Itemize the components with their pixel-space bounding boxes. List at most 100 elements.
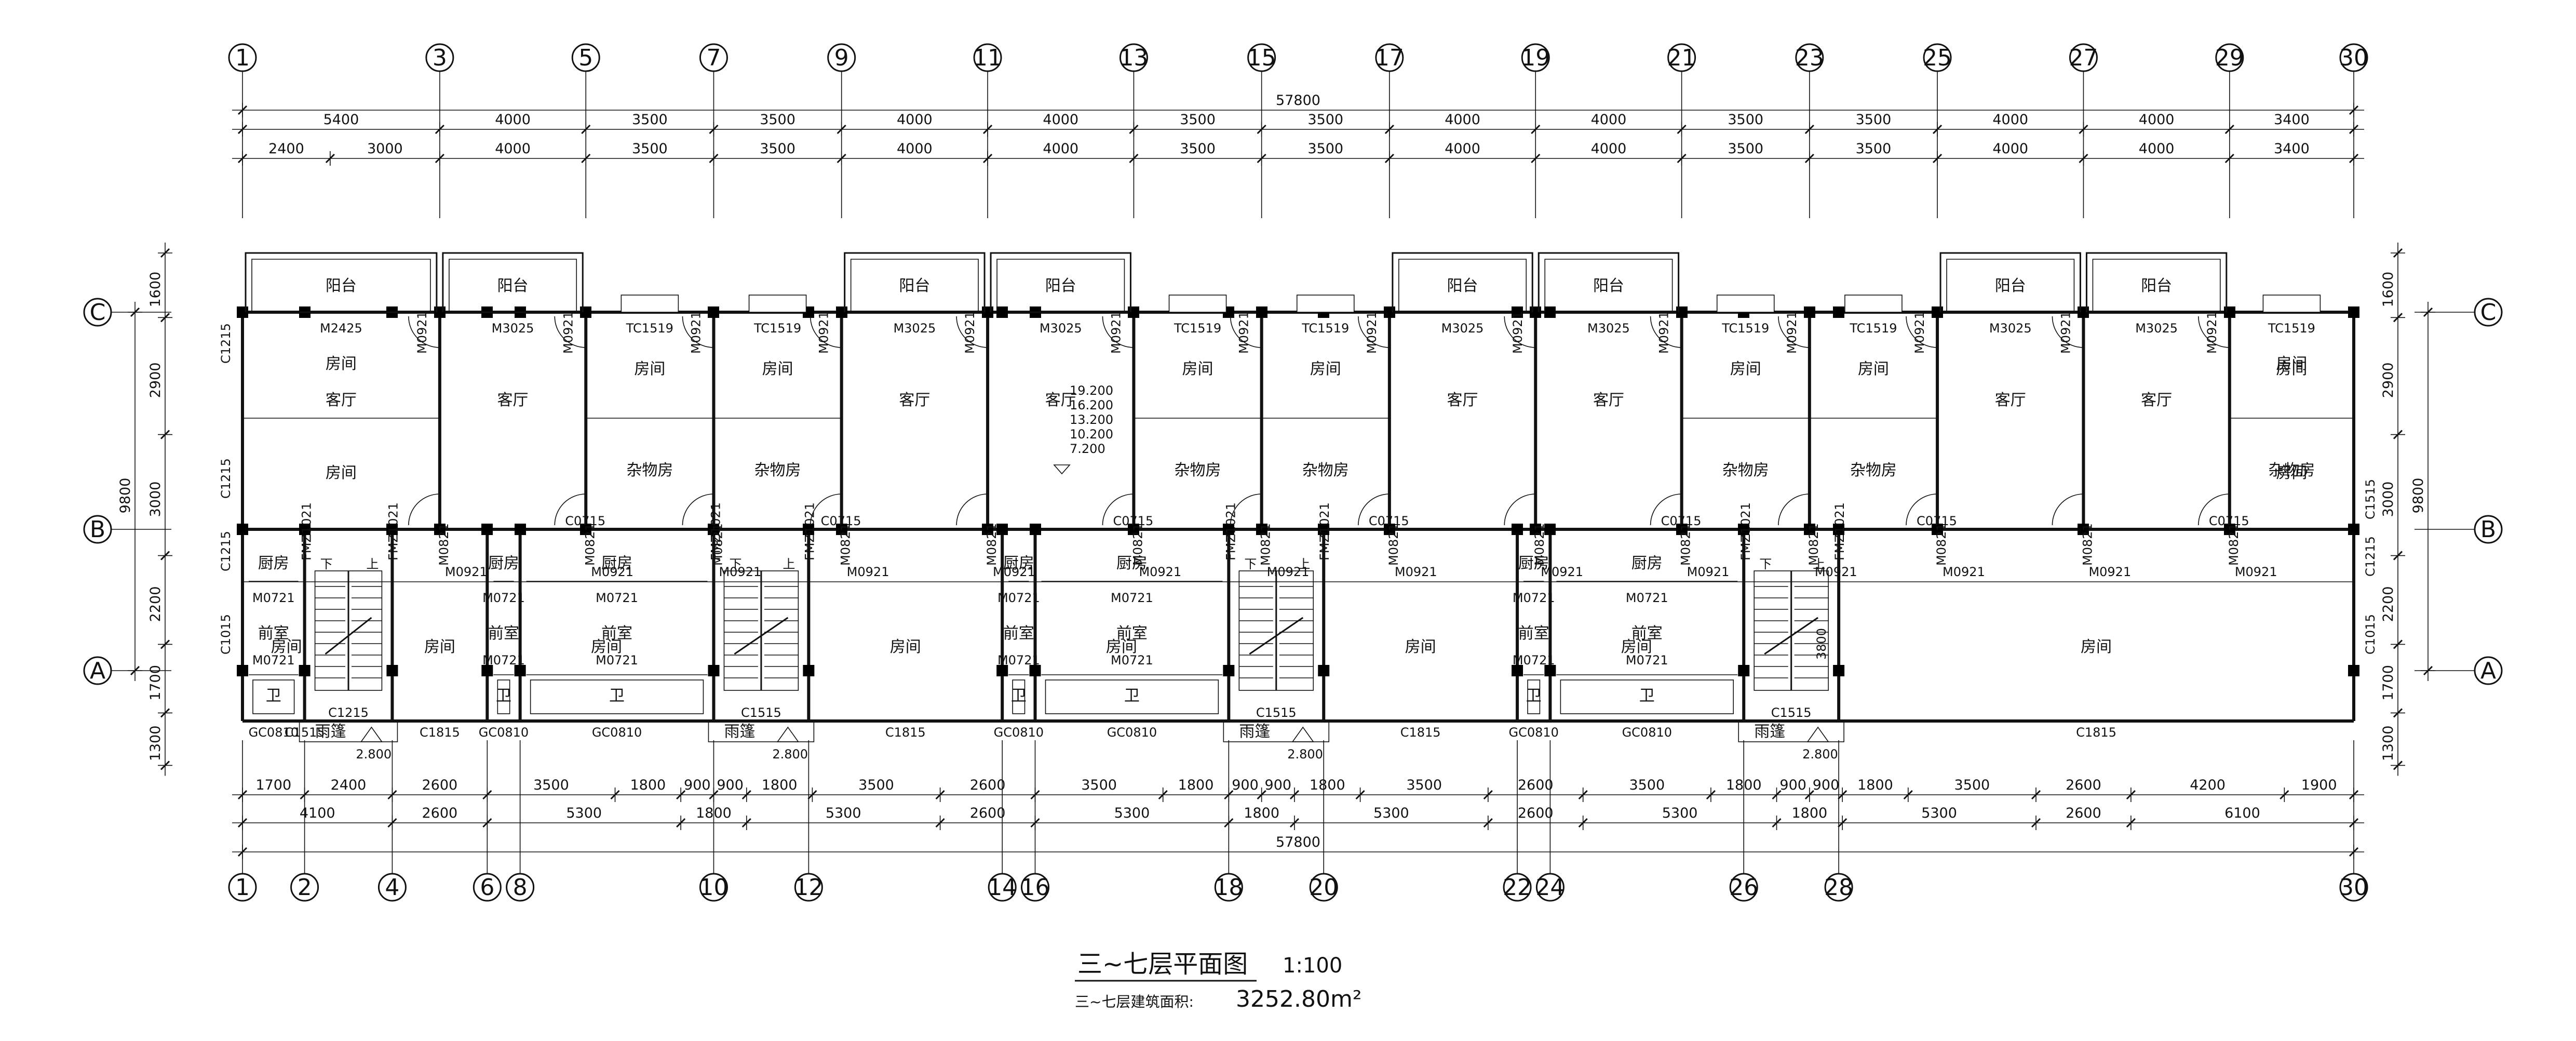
wet-left-wc-box-0 <box>252 679 295 714</box>
living-label-7: 客厅 <box>2141 391 2172 409</box>
wet-right-kitchen-2: 厨房 <box>1518 554 1549 572</box>
bottom-axis-1-label: 1 <box>235 874 250 901</box>
top-dim-row1-label-8: 4000 <box>1445 112 1480 128</box>
wet-left-m0721-bot-3: M0721 <box>1626 653 1668 668</box>
top-axis-19-label: 19 <box>1521 45 1550 71</box>
bottom-axis-30-circle <box>2339 873 2368 902</box>
column-a-15 <box>2348 665 2359 676</box>
column-b-21 <box>996 524 1008 535</box>
storage-label-0: 杂物房 <box>626 461 673 479</box>
corridor-door-9: M0921 <box>1541 565 1583 579</box>
bottom-axis-12-circle <box>794 873 823 902</box>
top-dim-row2-label-0: 2400 <box>268 141 304 157</box>
wet-right-wc-0: 卫 <box>496 687 511 705</box>
wet-right-kitchen-1: 厨房 <box>1003 554 1034 572</box>
bottom-dim-row1-label-25: 1900 <box>2301 777 2337 793</box>
column-c-14 <box>2224 306 2235 318</box>
top-axis-27-label: 27 <box>2069 45 2098 71</box>
right-dim-row1-label-3: 2200 <box>2380 586 2396 622</box>
bottom-axis-12-label: 12 <box>794 874 823 901</box>
column-c-11 <box>1804 306 1815 318</box>
door-code-n-6: M0921 <box>1109 311 1123 354</box>
column-b-25 <box>1512 524 1523 535</box>
wet-left-wc-box-1 <box>530 679 704 714</box>
corridor-door-4: M0921 <box>847 565 889 579</box>
wet-left-wc-2: 卫 <box>1124 687 1140 705</box>
bottom-dim-row1-label-7: 1800 <box>762 777 798 793</box>
bottom-dim-row2-slash-15 <box>2349 818 2359 828</box>
wet-right-wc-2: 卫 <box>1526 687 1542 705</box>
column-b-24 <box>1318 524 1329 535</box>
bedroom-north-2: 房间 <box>1182 360 1213 378</box>
top-axis-15-circle <box>1247 43 1276 72</box>
bottom-axis-6-circle <box>473 873 502 902</box>
top-dim-row2-slash-11 <box>1677 153 1687 164</box>
wet-left-m0721-top-2: M0721 <box>1111 591 1153 605</box>
fmz-door-r-0: FMZ1021 <box>386 502 400 560</box>
top-dim-row2-slash-15 <box>2224 153 2234 164</box>
bedroom-north-5: 房间 <box>1858 360 1889 378</box>
column-c-15 <box>2348 306 2359 318</box>
bottom-axis-1-circle <box>228 873 257 902</box>
top-dim-row2-slash-9 <box>1384 153 1394 164</box>
bottom-dim-row1-slash-3 <box>482 790 492 800</box>
bottom-dim-row1-label-22: 3500 <box>1954 777 1990 793</box>
door-swing-s-7 <box>1230 493 1262 526</box>
bottom-dim-row2-label-2: 5300 <box>566 805 602 821</box>
top-axis-9-circle <box>827 43 856 72</box>
balcony-label-0: 阳台 <box>326 277 357 295</box>
bottom-axis-20-label: 20 <box>1309 874 1338 901</box>
stair-down-2: 下 <box>1244 557 1257 571</box>
top-axis-25-circle <box>1923 43 1952 72</box>
bedroom-west-middle: 房间 <box>326 464 357 482</box>
top-dim-row2-slash-13 <box>1932 153 1943 164</box>
top-dim-row1-label-3: 3500 <box>760 112 795 128</box>
bay-window-5 <box>1844 295 1903 313</box>
top-axis-21-label: 21 <box>1667 45 1696 71</box>
window-c1815-r-0: C1815 <box>420 725 460 740</box>
left-dim-row1-slash-0 <box>160 248 170 258</box>
right-dim-row1-label-1: 2900 <box>2380 363 2396 398</box>
storage-label-1: 杂物房 <box>754 461 801 479</box>
column-b-15 <box>2348 524 2359 535</box>
canopy-slope-0 <box>360 726 383 742</box>
top-dim-row1-label-9: 4000 <box>1591 112 1627 128</box>
balcony-rail-5 <box>1537 252 1680 312</box>
stair-break-3 <box>1764 617 1818 655</box>
top-axis-30-circle <box>2339 43 2368 72</box>
stair-window-0: C1215 <box>328 705 369 720</box>
wet-left-kitchen-0: 厨房 <box>258 554 289 572</box>
canopy-1 <box>708 722 815 742</box>
top-dim-row1-label-12: 4000 <box>1992 112 2028 128</box>
bay-window-code-5: TC1519 <box>1849 321 1897 336</box>
bottom-axis-28-label: 28 <box>1824 874 1853 901</box>
bottom-dim-row1-label-12: 900 <box>1232 777 1259 793</box>
stair-down-3: 下 <box>1759 557 1772 571</box>
door-swing-n-7 <box>1230 316 1262 348</box>
column-c-6 <box>1128 306 1139 318</box>
right-dim-row1-label-5: 1300 <box>2380 726 2396 762</box>
wet-left-kitchen-2: 厨房 <box>1116 554 1148 572</box>
left-dim-row1-label-2: 3000 <box>147 482 164 517</box>
door-code-n-7: M0921 <box>1237 311 1251 354</box>
top-dim-row1-label-0: 5400 <box>323 112 359 128</box>
balcony-door-code-7: M3025 <box>2135 321 2178 336</box>
fmz-door-r-3: FMZ1021 <box>1832 502 1847 560</box>
bottom-axis-2-label: 2 <box>298 874 312 901</box>
column-a-2 <box>386 665 398 676</box>
column-a-11 <box>1512 665 1523 676</box>
top-dim-row1-slash-2 <box>581 124 591 135</box>
bedroom-south-r-2: 房间 <box>1405 638 1436 656</box>
door-swing-n-14 <box>2198 316 2230 348</box>
top-dim-row1-slash-3 <box>709 124 719 135</box>
top-dim-row2-slash-16 <box>2349 153 2359 164</box>
fmz-door-l-0: FMZ1021 <box>300 502 314 560</box>
canopy-slope-3 <box>1806 726 1829 742</box>
side-window-c1215-kit: C1215 <box>219 531 233 571</box>
bedroom-north-1: 房间 <box>762 360 793 378</box>
window-c1815-r-2: C1815 <box>1400 725 1441 740</box>
right-dim-row2-slash-0 <box>2423 307 2433 317</box>
m0821-4: M0821 <box>839 523 853 566</box>
bottom-dim-row1-slash-13 <box>1257 790 1266 800</box>
bottom-dim-row2-slash-0 <box>237 818 248 828</box>
